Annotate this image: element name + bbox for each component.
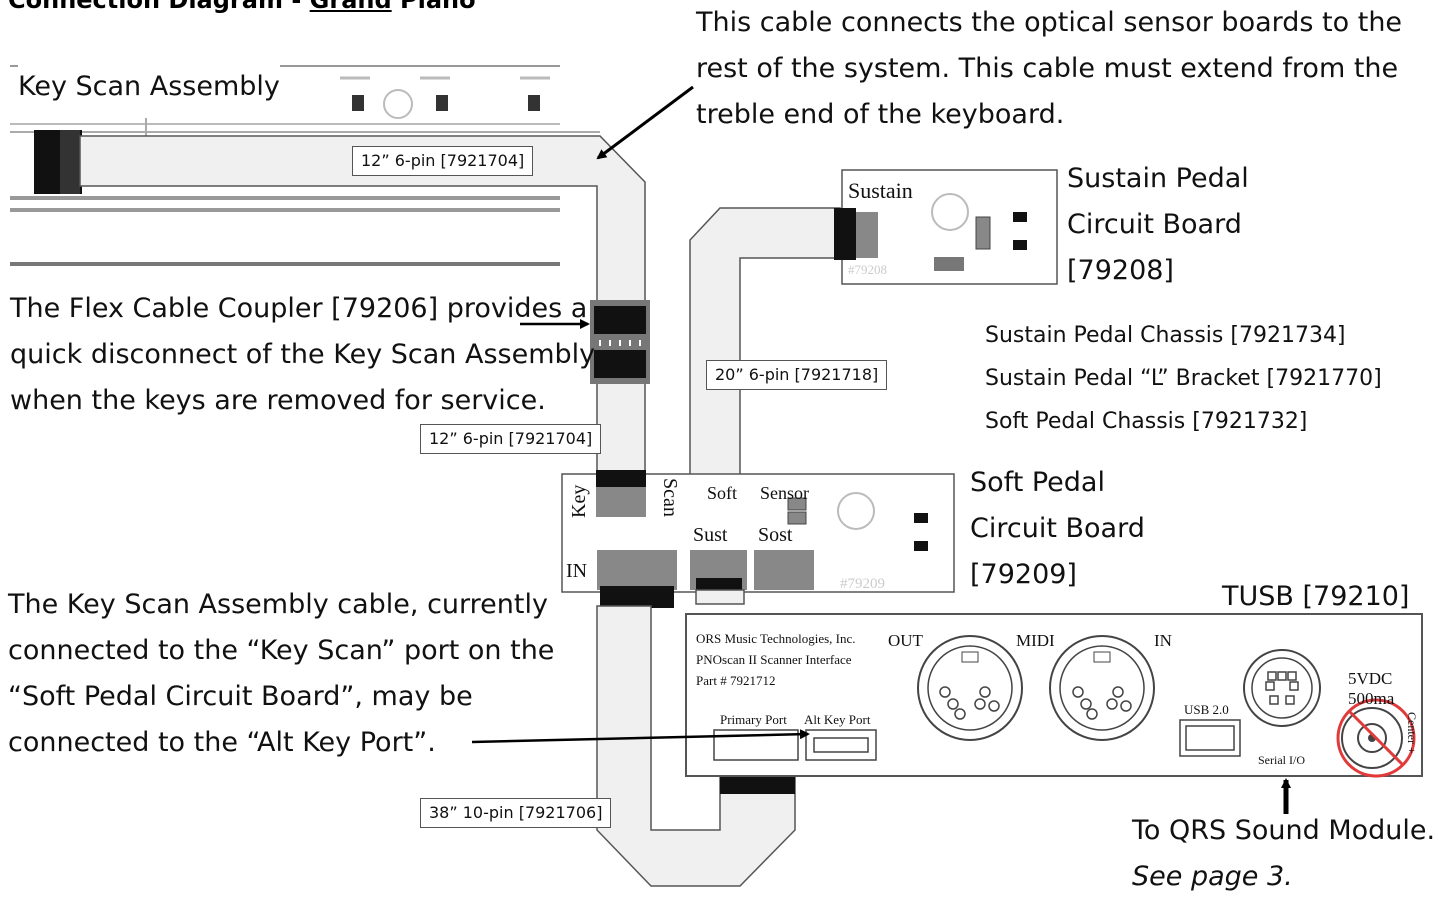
title-suffix: Piano <box>400 0 476 14</box>
prohibited-icon <box>1336 698 1416 778</box>
tusb-in: IN <box>1154 631 1172 650</box>
top-note: This cable connects the optical sensor b… <box>696 0 1402 138</box>
tusb-caption: TUSB [79210] <box>1222 581 1410 612</box>
tusb-serial: Serial I/O <box>1258 753 1305 767</box>
soft-label: Soft <box>707 483 737 503</box>
coupler-note-line: quick disconnect of the Key Scan Assembl… <box>10 339 596 370</box>
sustain-board-part: #79208 <box>848 262 887 277</box>
tusb-midi: MIDI <box>1016 631 1055 650</box>
title-underlined: Grand <box>309 0 392 14</box>
soft-caption-line: Circuit Board <box>970 513 1145 544</box>
sensor-label: Sensor <box>760 483 809 503</box>
alt-port-arrow <box>471 729 810 744</box>
cable-callout-arrow <box>596 85 694 160</box>
tusb-usb: USB 2.0 <box>1184 702 1229 717</box>
coupler-note-line: The Flex Cable Coupler [79206] provides … <box>10 293 588 324</box>
in-label: IN <box>566 560 587 582</box>
sustain-caption-line: [79208] <box>1067 255 1174 286</box>
sost-label: Sost <box>758 524 793 546</box>
coupler-note: The Flex Cable Coupler [79206] provides … <box>10 286 595 424</box>
chassis-item: Sustain Pedal “L” Bracket [7921770] <box>985 366 1382 391</box>
tusb-alt-key-port: Alt Key Port <box>804 712 871 727</box>
key-scan-assembly-label: Key Scan Assembly <box>18 64 280 110</box>
flex-cable-coupler <box>590 300 650 384</box>
sustain-cable <box>689 207 841 479</box>
key-label: Key <box>568 485 590 518</box>
top-note-line: This cable connects the optical sensor b… <box>696 7 1403 38</box>
cable-label-12in-top: 12” 6-pin [7921704] <box>352 146 534 176</box>
sust-label: Sust <box>693 524 728 546</box>
soft-board: #79209 Soft Sensor Sust Sost IN Key Scan <box>561 470 955 608</box>
sustain-caption-line: Sustain Pedal <box>1067 163 1249 194</box>
sound-module-note: To QRS Sound Module. See page 3. <box>1132 808 1435 900</box>
midi-out-pins <box>939 686 1000 720</box>
top-note-line: treble end of the keyboard. <box>696 99 1065 130</box>
chassis-item: Soft Pedal Chassis [7921732] <box>985 409 1308 434</box>
sound-module-line: To QRS Sound Module. <box>1132 815 1436 846</box>
sustain-board-caption: Sustain Pedal Circuit Board [79208] <box>1067 156 1249 294</box>
serial-pins <box>1265 671 1299 705</box>
tusb-maker-1: ORS Music Technologies, Inc. <box>696 631 856 646</box>
top-note-line: rest of the system. This cable must exte… <box>696 53 1399 84</box>
scan-label: Scan <box>659 478 681 517</box>
alt-note: The Key Scan Assembly cable, currently c… <box>8 582 554 766</box>
tusb-primary-port: Primary Port <box>720 712 787 727</box>
soft-board-caption: Soft Pedal Circuit Board [79209] <box>970 460 1145 598</box>
tusb-maker-2: PNOscan II Scanner Interface <box>696 652 852 667</box>
sustain-caption-line: Circuit Board <box>1067 209 1242 240</box>
diagram-title: Connection Diagram - Grand Piano <box>8 0 476 14</box>
tusb-center: Center + <box>1405 712 1419 754</box>
alt-note-line: “Soft Pedal Circuit Board”, may be <box>8 681 473 712</box>
tusb-out: OUT <box>888 631 924 650</box>
title-prefix: Connection Diagram - <box>8 0 302 14</box>
cable-label-20in: 20” 6-pin [7921718] <box>706 360 888 390</box>
soft-caption-line: Soft Pedal <box>970 467 1105 498</box>
tusb-power-a: 500ma <box>1348 689 1395 708</box>
midi-in-pins <box>1072 686 1132 720</box>
chassis-list: Sustain Pedal Chassis [7921734] Sustain … <box>985 314 1382 443</box>
alt-note-line: connected to the “Key Scan” port on the <box>8 635 555 666</box>
cable-label-38in: 38” 10-pin [7921706] <box>420 798 612 828</box>
soft-board-part: #79209 <box>840 576 885 592</box>
alt-note-line: The Key Scan Assembly cable, currently <box>8 589 548 620</box>
sustain-board-label: Sustain <box>848 178 913 203</box>
sustain-board: #79208 Sustain <box>834 169 1058 285</box>
tusb-power-v: 5VDC <box>1348 669 1392 688</box>
chassis-item: Sustain Pedal Chassis [7921734] <box>985 323 1346 348</box>
cable-label-12in-lower: 12” 6-pin [7921704] <box>420 424 602 454</box>
sound-module-see: See page 3. <box>1132 861 1293 892</box>
alt-note-line: connected to the “Alt Key Port”. <box>8 727 436 758</box>
coupler-note-line: when the keys are removed for service. <box>10 385 546 416</box>
soft-caption-line: [79209] <box>970 559 1077 590</box>
tusb-maker-3: Part # 7921712 <box>696 673 775 688</box>
